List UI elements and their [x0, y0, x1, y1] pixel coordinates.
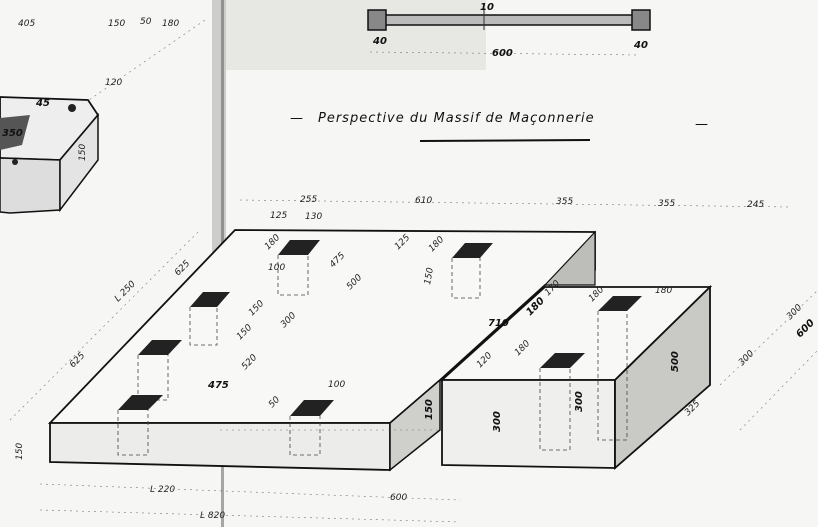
title-underline	[419, 139, 591, 142]
dim-label: 50	[140, 17, 152, 27]
svg-text:—: —	[290, 111, 304, 126]
bolt-diameter: 10	[480, 2, 494, 13]
anchor-hole	[451, 243, 493, 299]
dim-label: 45	[35, 98, 50, 109]
dim-label: 350	[2, 128, 23, 139]
dim-label: 500	[670, 351, 681, 372]
drawing-title: — Perspective du Massif de Maçonnerie —	[290, 111, 709, 142]
dim-label: 475	[207, 380, 229, 391]
dim-label: 150	[78, 144, 88, 161]
dim-label: 100	[268, 263, 285, 273]
dim-label: 245	[747, 200, 764, 210]
dim-label: 710	[488, 318, 509, 329]
anchor-hole	[539, 353, 585, 451]
masonry-slab	[47, 229, 596, 472]
dim-label: 300	[492, 411, 503, 432]
dim-label: 125	[270, 211, 287, 221]
dim-label: L 220	[150, 485, 175, 495]
bolt-length: 600	[492, 48, 513, 59]
svg-text:—: —	[695, 117, 709, 132]
raised-block	[439, 284, 713, 470]
dim-label: 600	[390, 493, 407, 503]
bolt-nut-right-dim: 40	[633, 40, 648, 51]
dim-label: 180	[162, 19, 179, 29]
anchor-hole	[189, 292, 230, 346]
dim-label: 100	[328, 380, 345, 390]
anchor-hole	[277, 240, 320, 296]
dim-label: 610	[415, 196, 432, 206]
dim-label: 120	[105, 78, 122, 88]
dim-label: 405	[18, 19, 35, 29]
dim-label: L 820	[200, 511, 225, 521]
bolt-nut-right	[631, 9, 651, 31]
dim-label: 355	[658, 199, 675, 209]
anchor-bolt	[367, 8, 651, 56]
bolt-nut-left	[367, 9, 387, 31]
title-text: Perspective du Massif de Maçonnerie	[318, 111, 595, 126]
dim-label: 355	[556, 197, 573, 207]
dim-label: 150	[15, 443, 25, 460]
anchor-holes	[117, 240, 642, 456]
anchor-hole	[117, 395, 163, 456]
dim-label: 150	[423, 267, 436, 286]
side-block-perspective	[0, 96, 100, 214]
dim-label: 300	[574, 391, 585, 412]
anchor-hole	[289, 400, 334, 456]
dim-label: 150	[108, 19, 125, 29]
top-dimension-line	[239, 199, 791, 208]
anchor-hole	[597, 296, 642, 441]
dim-label: 150	[424, 399, 435, 420]
bolt-nut-left-dim: 40	[372, 36, 387, 47]
dim-label: 180	[655, 286, 672, 296]
dim-label: 130	[305, 212, 322, 222]
dim-label: 255	[300, 195, 317, 205]
paper-stain	[226, 0, 486, 70]
